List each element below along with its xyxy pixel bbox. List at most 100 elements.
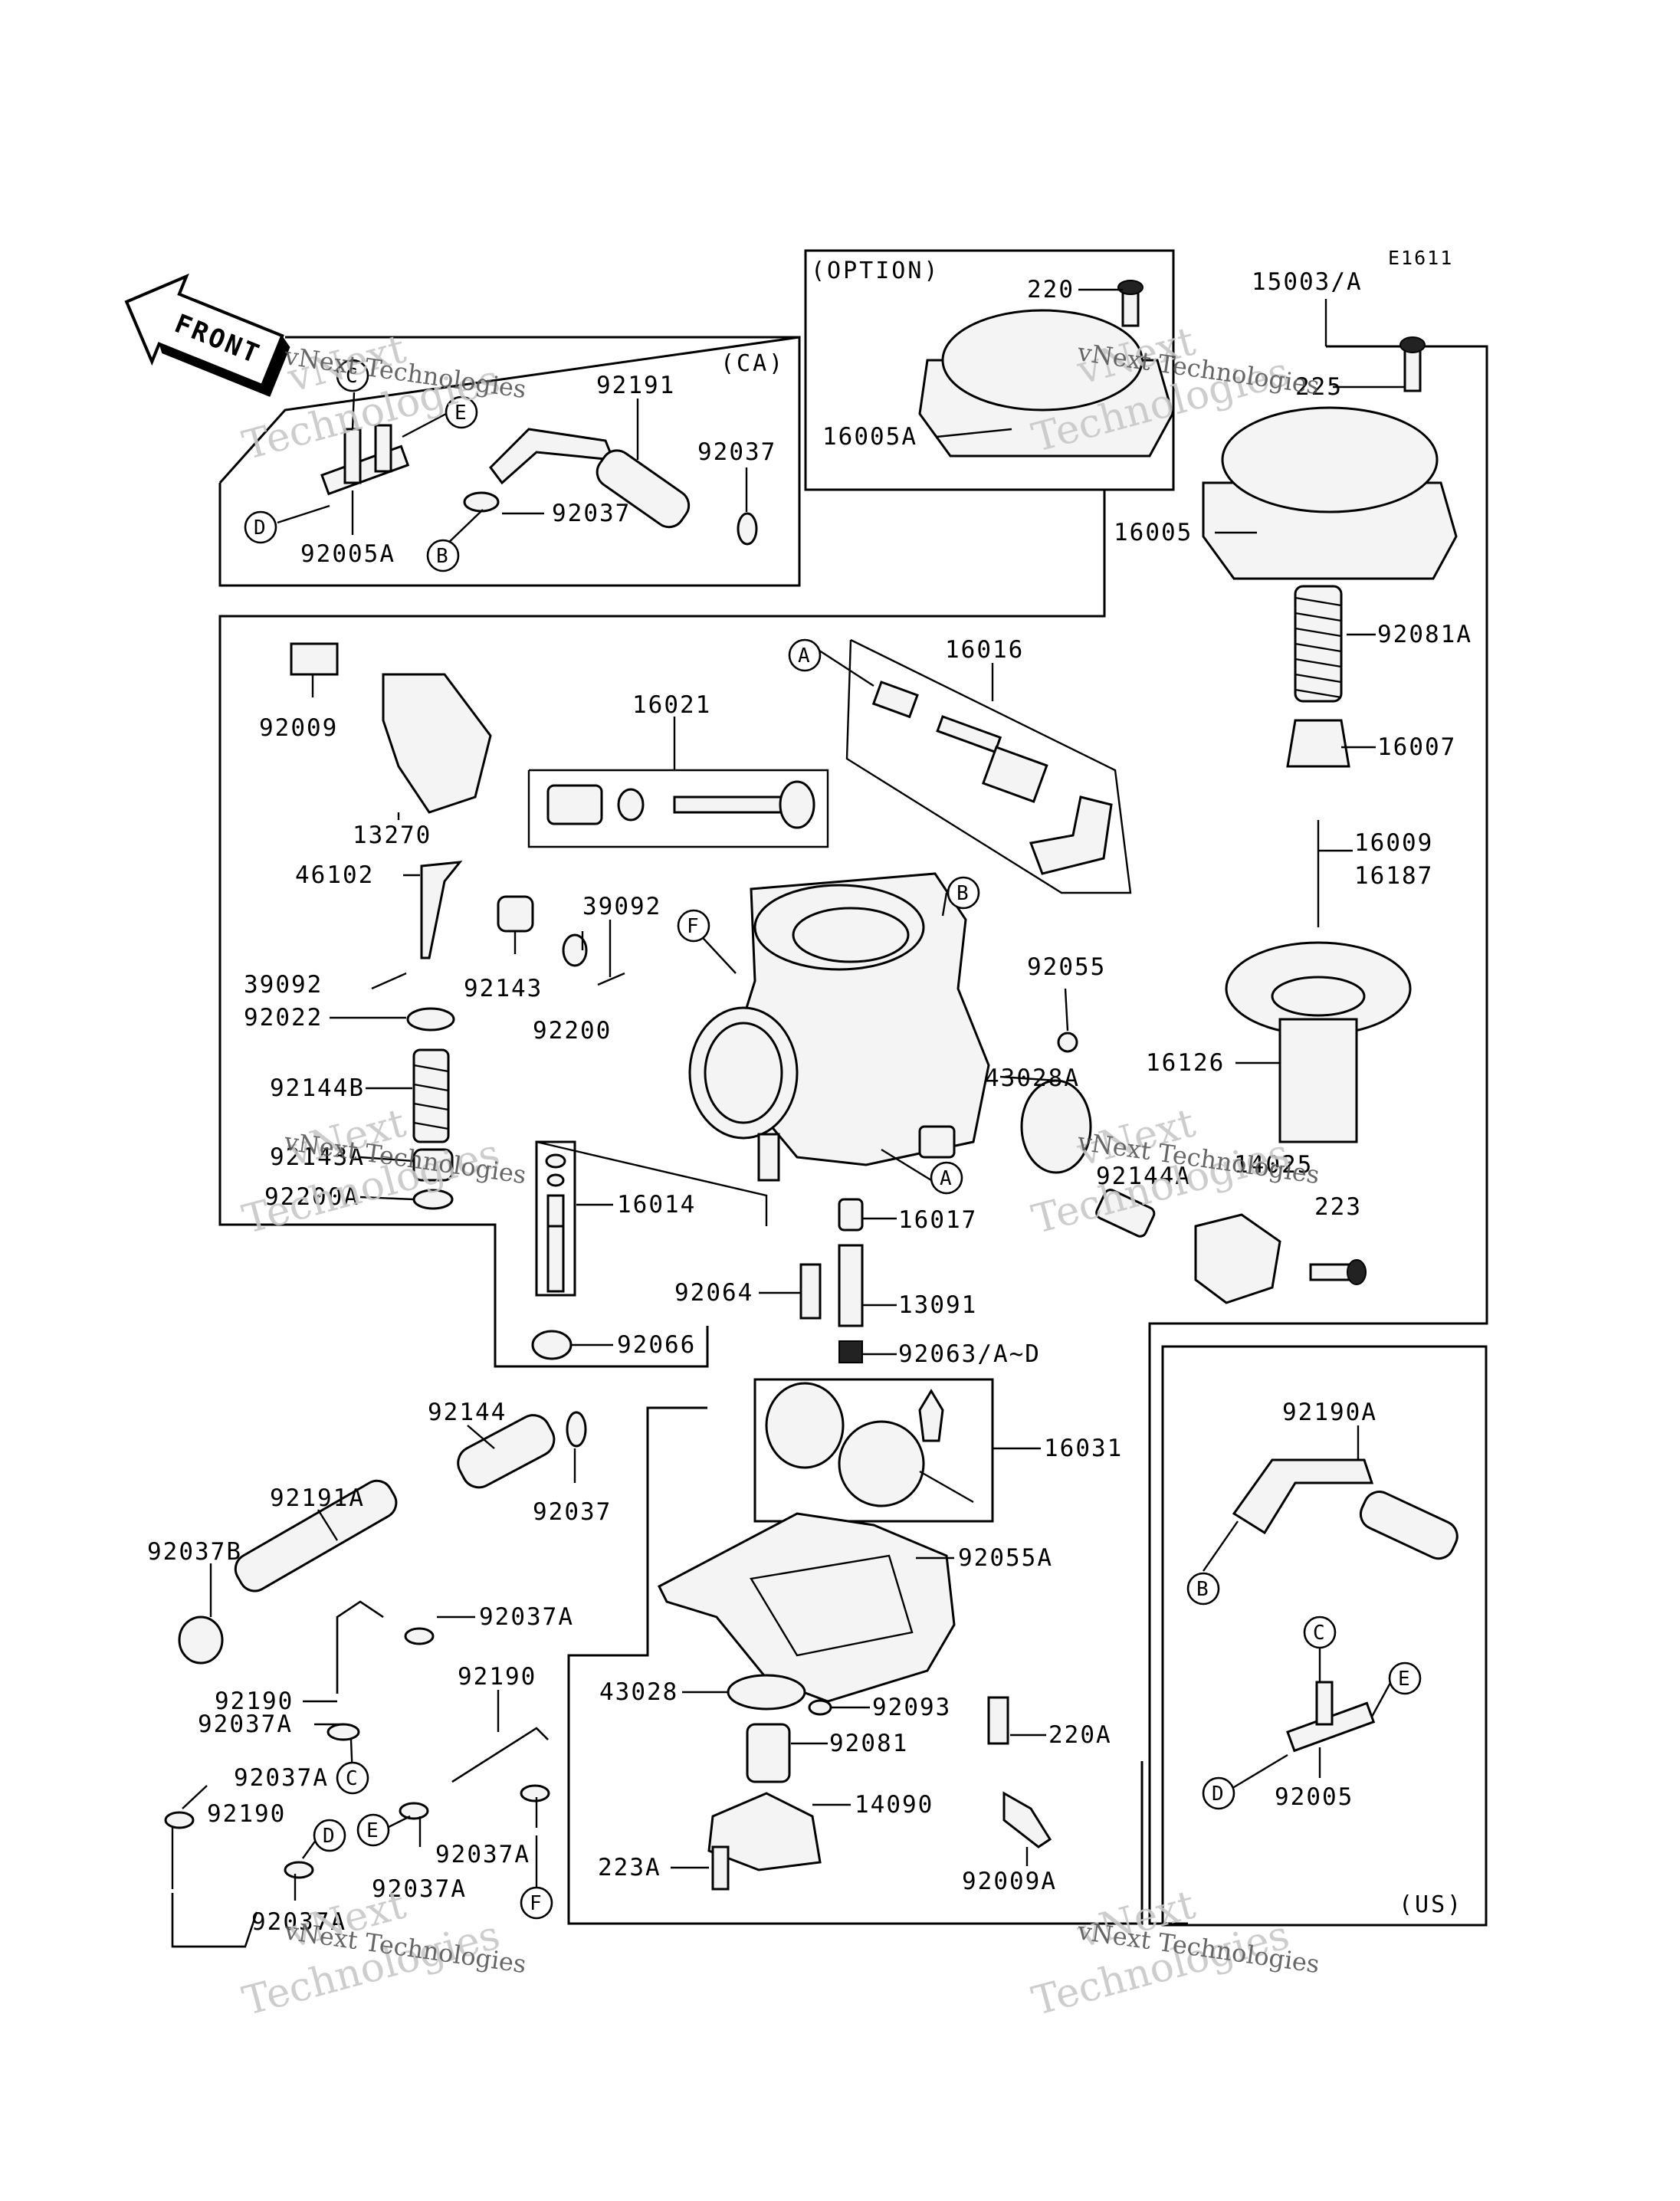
screw-220A (987, 1696, 1009, 1745)
label-92081: 92081 (829, 1730, 908, 1757)
callout-c-low: C (336, 1761, 369, 1795)
label-14090: 14090 (855, 1791, 934, 1819)
oring-92055 (1057, 1032, 1078, 1053)
lower-outline-bottom (569, 1761, 1144, 1925)
label-92143: 92143 (464, 975, 543, 1002)
label-92037A-6: 92037A (251, 1908, 346, 1936)
label-223: 223 (1314, 1193, 1362, 1221)
oring-92093 (808, 1699, 832, 1716)
clip-icon (399, 1802, 429, 1820)
svg-text:F: F (530, 1892, 542, 1915)
throttle-stop-screw (673, 795, 791, 814)
label-39092-a: 39092 (244, 971, 323, 999)
plunger-icon (871, 681, 919, 719)
callout-d-us: D (1202, 1776, 1235, 1810)
label-92037-mid: 92037 (533, 1498, 612, 1526)
float-pin-icon (919, 1470, 974, 1504)
label-16016: 16016 (945, 636, 1024, 664)
tee-fitting-icon (320, 444, 410, 496)
ca-box-outline (218, 336, 801, 587)
callout-d-ca: D (244, 510, 277, 544)
label-16007: 16007 (1377, 733, 1456, 761)
label-92191A: 92191A (270, 1484, 365, 1512)
diagram-id: E1611 (1388, 247, 1453, 269)
svg-text:D: D (1212, 1783, 1224, 1806)
main-outline-left (218, 490, 1106, 1368)
clip-icon (284, 1861, 314, 1879)
group-title-option: (OPTION) (811, 257, 940, 284)
washer-92022 (406, 1007, 455, 1032)
callout-c-us: C (1303, 1615, 1337, 1649)
label-16021: 16021 (632, 691, 711, 719)
washer-92200 (562, 933, 588, 967)
label-14025: 14025 (1234, 1151, 1313, 1179)
svg-text:D: D (254, 517, 266, 540)
leader-lines (171, 288, 1405, 1901)
callout-e-ca: E (445, 395, 478, 429)
spring-icon (546, 784, 603, 825)
label-92144: 92144 (428, 1399, 507, 1426)
label-92064: 92064 (674, 1279, 753, 1307)
float-valve-icon (918, 1389, 944, 1442)
label-92066: 92066 (617, 1331, 696, 1359)
callout-a-body: A (930, 1161, 963, 1195)
float-chamber (658, 1512, 956, 1703)
label-92037A-5: 92037A (372, 1875, 467, 1903)
callout-b-ca: B (426, 539, 460, 572)
callout-e-low: E (356, 1813, 390, 1847)
clip-icon (463, 491, 500, 513)
pilot-group-box (535, 1140, 576, 1297)
label-92063: 92063/A~D (898, 1340, 1041, 1368)
label-16187: 16187 (1354, 862, 1433, 890)
spring-92081 (746, 1723, 791, 1783)
callout-a-top: A (788, 638, 822, 672)
oring-icon (545, 1153, 566, 1169)
starter-group-outline (845, 638, 1132, 894)
svg-text:E: E (454, 402, 467, 425)
jet-16017 (838, 1198, 864, 1232)
piston-valve (1278, 1018, 1358, 1143)
label-16014: 16014 (617, 1191, 696, 1219)
label-13270: 13270 (353, 822, 431, 849)
clip-icon (520, 1784, 550, 1802)
label-92037B: 92037B (147, 1538, 242, 1566)
pin-39092 (597, 972, 625, 986)
clip-icon (326, 1723, 360, 1741)
label-92055A: 92055A (958, 1544, 1053, 1572)
top-cover-dome (941, 309, 1144, 412)
washer-icon (617, 788, 645, 822)
label-16031: 16031 (1044, 1435, 1123, 1462)
svg-text:D: D (323, 1825, 335, 1848)
main-jet-92063 (838, 1340, 863, 1363)
clip-icon (404, 1627, 435, 1645)
svg-text:F: F (687, 915, 699, 938)
label-220A: 220A (1048, 1721, 1112, 1749)
label-92037A-2: 92037A (198, 1711, 293, 1738)
float-group-box (753, 1378, 994, 1523)
collar-92143A (412, 1148, 454, 1182)
spring-92081A-icon (1294, 585, 1343, 703)
float-icon (765, 1382, 845, 1469)
boundary-lines (218, 249, 1488, 1927)
label-92144A: 92144A (1096, 1163, 1191, 1190)
hose-92190A-straight (1359, 1491, 1459, 1560)
label-92093: 92093 (872, 1694, 951, 1721)
label-92081A: 92081A (1377, 621, 1472, 648)
collar-92143 (497, 895, 534, 933)
label-92055: 92055 (1027, 953, 1106, 981)
label-16126: 16126 (1146, 1049, 1225, 1077)
jet-92064 (799, 1263, 822, 1320)
hose-92190-2 (451, 1727, 549, 1783)
pilot-group-line (536, 1140, 768, 1226)
svg-text:A: A (940, 1167, 952, 1190)
screw-223A (711, 1845, 730, 1891)
label-92037-ca2: 92037 (552, 500, 631, 527)
clip-icon (566, 1411, 587, 1448)
nut-icon (981, 746, 1048, 803)
us-box (1161, 1345, 1488, 1927)
label-43028: 43028 (599, 1678, 678, 1706)
front-arrow: FRONT (124, 273, 290, 397)
callout-e-us: E (1388, 1661, 1422, 1695)
bolt-92009-icon (290, 642, 339, 676)
